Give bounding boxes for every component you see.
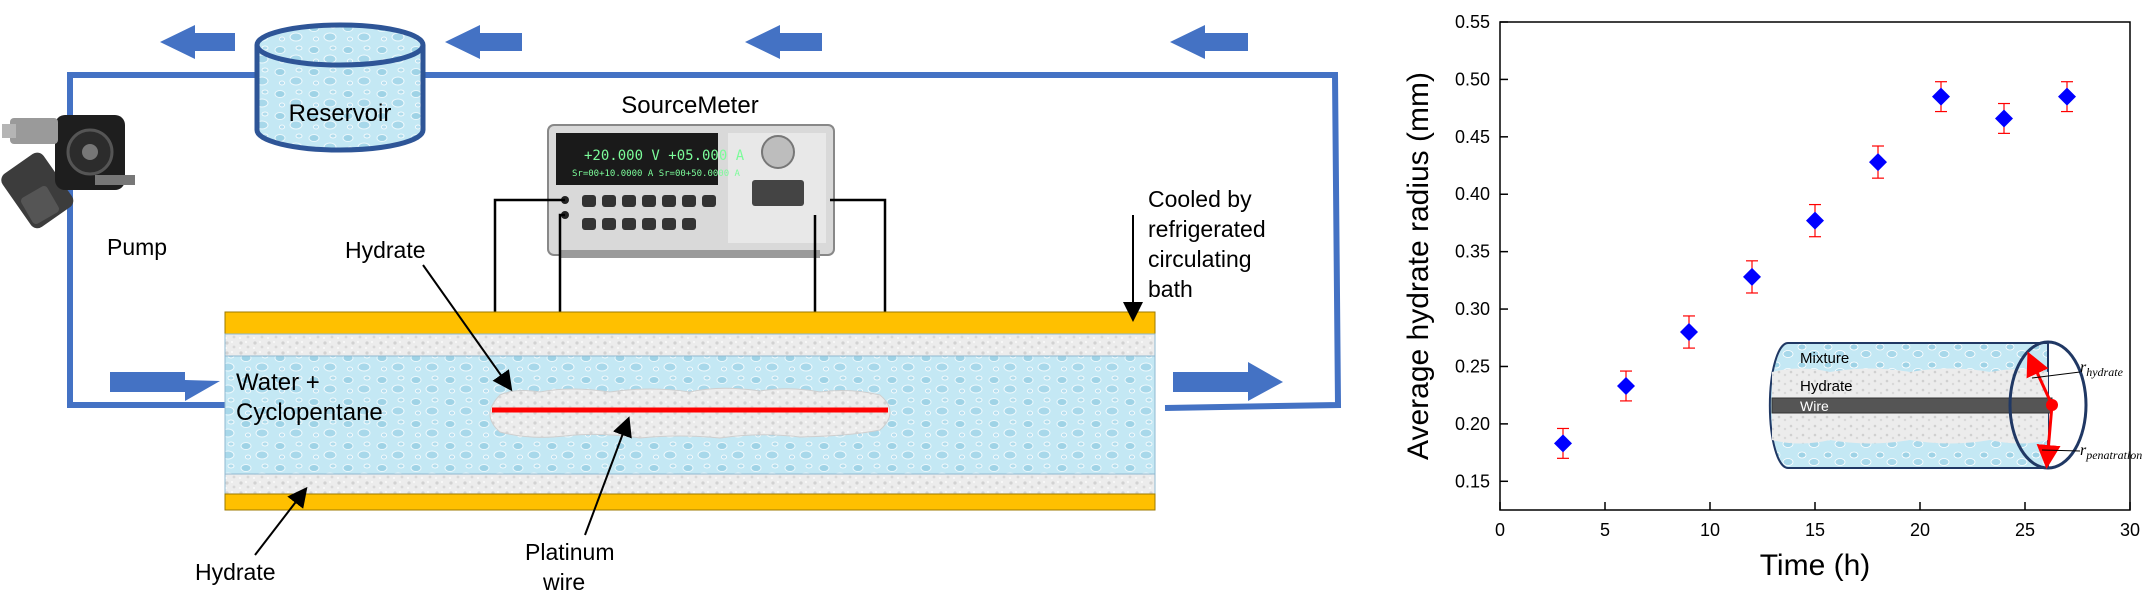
flow-arrow-top-2 <box>445 25 522 59</box>
y-tick-label: 0.50 <box>1455 69 1490 89</box>
flow-loop-pipe <box>67 72 1342 411</box>
flow-arrow-top-4 <box>1170 25 1248 59</box>
data-point <box>1617 376 1635 395</box>
inset-r-pen-symbol: r <box>2080 442 2087 459</box>
y-tick-label: 0.55 <box>1455 12 1490 32</box>
cooled-label-line2: refrigerated <box>1148 216 1266 242</box>
platinum-pointer <box>584 416 632 536</box>
data-point <box>1869 153 1887 172</box>
inset-wire-label: Wire <box>1800 398 1829 414</box>
inset-mixture-label: Mixture <box>1800 350 1849 367</box>
inset-r-hydrate-subscript: hydrate <box>2086 365 2123 379</box>
y-tick-label: 0.25 <box>1455 356 1490 376</box>
data-series <box>1554 81 2076 459</box>
platinum-label-line2: wire <box>542 569 585 595</box>
reservoir <box>254 22 426 153</box>
x-tick-label: 0 <box>1495 520 1505 540</box>
y-tick-label: 0.40 <box>1455 184 1490 204</box>
water-label-line1: Water + <box>236 369 320 396</box>
platinum-label-line1: Platinum <box>525 539 614 565</box>
flow-arrow-top-3 <box>745 25 822 59</box>
y-tick-label: 0.20 <box>1455 414 1490 434</box>
inset-r-hydrate-symbol: r <box>2080 359 2087 376</box>
hydrate-shell <box>489 387 891 439</box>
setup-diagram: Reservoir Pump SourceMeter <box>1 22 1342 595</box>
data-point <box>2058 87 2076 106</box>
pump-label: Pump <box>107 234 167 260</box>
sourcemeter-label: SourceMeter <box>621 92 758 119</box>
reservoir-label: Reservoir <box>289 100 392 127</box>
test-section <box>224 311 1156 511</box>
x-tick-label: 25 <box>2015 520 2035 540</box>
data-point <box>1806 211 1824 230</box>
flow-arrow-top-1 <box>160 25 235 59</box>
y-tick-label: 0.15 <box>1455 471 1490 491</box>
x-tick-label: 5 <box>1600 520 1610 540</box>
data-point <box>1680 323 1698 342</box>
inset-r-pen-label: rpenatration <box>2080 442 2142 462</box>
flow-arrow-outlet <box>1173 362 1283 401</box>
hydrate-radius-chart: 0 5 10 15 20 25 30 0.15 0.20 0.25 0.30 0.35 0.40 0.45… <box>1402 12 2142 582</box>
sourcemeter-display-line2: Sr=00+10.0000 A Sr=00+50.0000 A <box>572 169 741 179</box>
hydrate-bottom-pointer <box>254 486 308 556</box>
inset-hydrate-label: Hydrate <box>1800 378 1853 395</box>
flow-arrow-inlet <box>110 372 220 401</box>
hydrate-label-bottom: Hydrate <box>195 559 276 585</box>
x-tick-label: 15 <box>1805 520 1825 540</box>
y-tick-label: 0.35 <box>1455 242 1490 262</box>
x-tick-label: 20 <box>1910 520 1930 540</box>
x-axis-label: Time (h) <box>1760 549 1871 582</box>
inset-r-pen-subscript: penatration <box>2085 448 2142 462</box>
x-tick-label: 30 <box>2120 520 2140 540</box>
y-axis-label: Average hydrate radius (mm) <box>1402 72 1435 460</box>
data-point <box>1995 109 2013 128</box>
data-point <box>1932 87 1950 106</box>
data-point <box>1743 267 1761 286</box>
hydrate-top-pointer <box>422 264 513 392</box>
inset-r-hydrate-label: rhydrate <box>2080 359 2124 379</box>
x-tick-label: 10 <box>1700 520 1720 540</box>
data-point <box>1554 434 1572 453</box>
y-tick-label: 0.30 <box>1455 299 1490 319</box>
cooled-label-line1: Cooled by <box>1148 186 1252 212</box>
hydrate-label-top: Hydrate <box>345 237 426 263</box>
water-label-line2: Cyclopentane <box>236 399 383 426</box>
inset-cylinder <box>1768 340 2088 470</box>
axis-ticks: 0 5 10 15 20 25 30 0.15 0.20 0.25 0.30 0.35 0.40 0.45… <box>1455 12 2140 540</box>
cooled-label-line3: circulating <box>1148 246 1252 272</box>
pump-icon <box>1 115 135 229</box>
sourcemeter-device <box>547 124 835 258</box>
cooled-label-line4: bath <box>1148 276 1193 302</box>
y-tick-label: 0.45 <box>1455 127 1490 147</box>
sourcemeter-display-line1: +20.000 V +05.000 A <box>584 148 745 164</box>
